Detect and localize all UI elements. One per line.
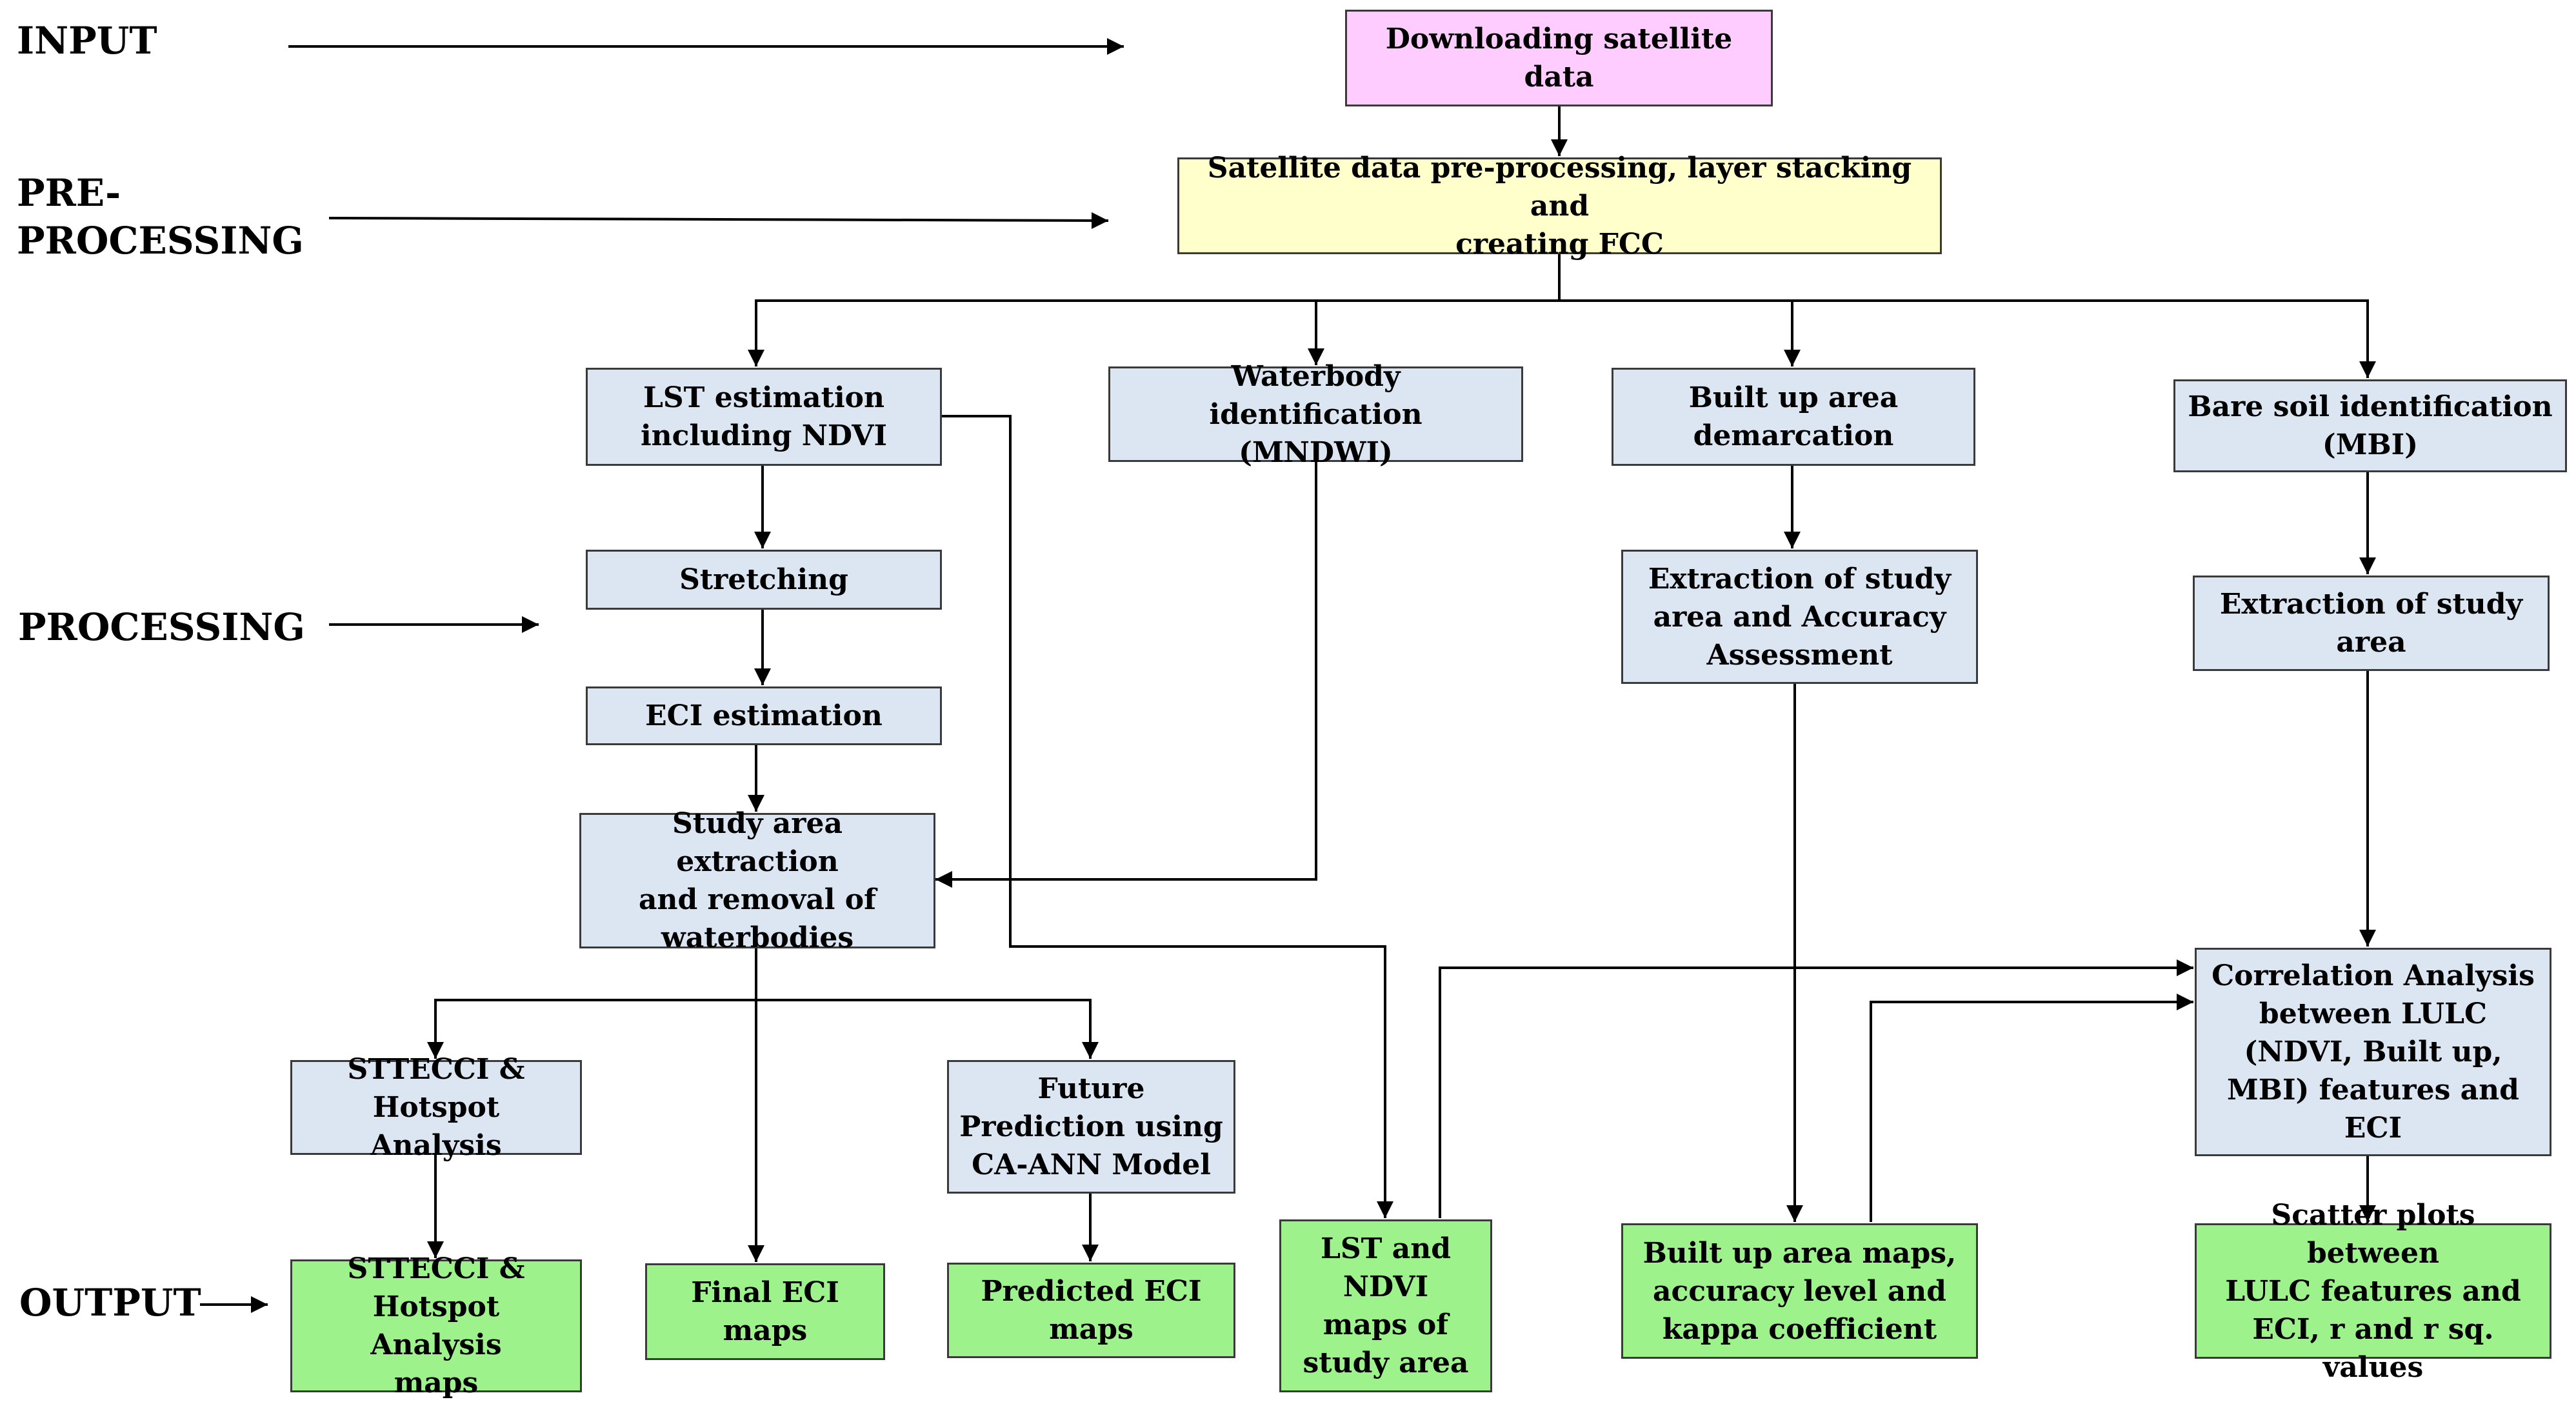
builtup-output-to-correlation-arrow	[1870, 994, 2193, 1222]
stage-label-output: OUTPUT	[19, 1281, 201, 1325]
study-area-to-sttecci-arrow	[427, 999, 756, 1059]
study-area-to-future-arrow	[756, 999, 1099, 1059]
scatter-plots-box: Scatter plots between LULC features and …	[2195, 1199, 2551, 1384]
builtup-output-maps-box: Built up area maps, accuracy level and k…	[1621, 1223, 1978, 1359]
stretching-box: Stretching	[586, 550, 942, 610]
lst-ndvi-maps-box: LST and NDVI maps of study area	[1279, 1219, 1492, 1392]
stage-label-processing: PROCESSING	[18, 605, 305, 649]
stage-label-preprocessing: PRE- PROCESSING	[17, 171, 304, 263]
bare-soil-identification-box: Bare soil identification (MBI)	[2173, 379, 2567, 472]
study-area-extraction-box: Study area extraction and removal of wat…	[579, 807, 935, 954]
sttecci-output-maps-box: STTECCI & Hotspot Analysis maps	[290, 1252, 582, 1399]
waterbody-identification-box: Waterbody identification (MNDWI)	[1108, 360, 1523, 469]
lst-to-lst-output-arrow	[942, 415, 1393, 1218]
sttecci-hotspot-box: STTECCI & Hotspot Analysis	[290, 1053, 582, 1162]
lst-estimation-box: LST estimation including NDVI	[586, 368, 942, 466]
builtup-extraction-accuracy-box: Extraction of study area and Accuracy As…	[1621, 550, 1978, 684]
preprocessing-box: Satellite data pre-processing, layer sta…	[1177, 152, 1942, 261]
final-eci-maps-box: Final ECI maps	[645, 1263, 885, 1360]
stage-label-input: INPUT	[17, 19, 157, 63]
preprocess-to-lst-arrow	[748, 254, 1561, 366]
eci-estimation-box: ECI estimation	[586, 686, 942, 745]
bare-soil-extraction-box: Extraction of study area	[2193, 576, 2550, 671]
preprocess-to-baresoil-arrow	[1559, 299, 2376, 378]
predicted-eci-maps-box: Predicted ECI maps	[947, 1263, 1235, 1358]
future-prediction-box: Future Prediction using CA-ANN Model	[947, 1060, 1235, 1194]
preprocessing-pointer-arrow	[328, 212, 1109, 229]
lst-output-to-correlation-arrow	[1439, 959, 2193, 1218]
download-satellite-data-box: Downloading satellite data	[1345, 10, 1773, 106]
waterbody-to-study-area-arrow	[935, 462, 1317, 888]
builtup-demarcation-box: Built up area demarcation	[1612, 368, 1975, 466]
correlation-analysis-box: Correlation Analysis between LULC (NDVI,…	[2195, 948, 2551, 1156]
